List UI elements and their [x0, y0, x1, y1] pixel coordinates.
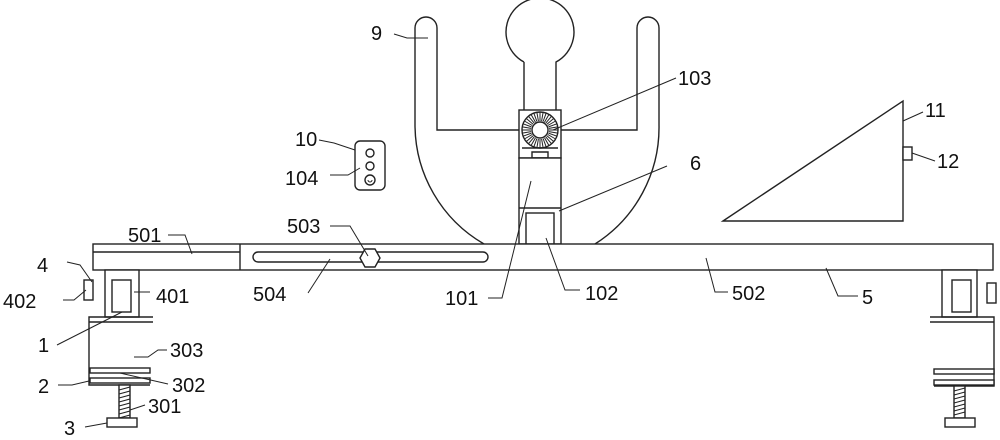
spool-holder — [414, 0, 660, 245]
label-4: 4 — [37, 255, 48, 277]
label-104: 104 — [285, 168, 318, 190]
hex-nut — [359, 248, 381, 268]
support-column — [518, 157, 562, 245]
label-5: 5 — [862, 287, 873, 309]
label-101: 101 — [445, 288, 478, 310]
right-clamp — [930, 269, 997, 428]
label-3: 3 — [64, 418, 75, 440]
label-1: 1 — [38, 335, 49, 357]
label-301: 301 — [148, 396, 181, 418]
main-bar — [92, 243, 994, 271]
label-11: 11 — [925, 100, 946, 122]
label-12: 12 — [937, 151, 959, 173]
label-501: 501 — [128, 225, 161, 247]
label-302: 302 — [172, 375, 205, 397]
leader-lines — [56, 33, 936, 428]
triangle-guide — [720, 99, 913, 222]
label-502: 502 — [732, 283, 765, 305]
label-6: 6 — [690, 153, 701, 175]
labels: 9 103 11 12 10 104 6 501 503 4 402 401 5… — [3, 23, 959, 440]
label-10: 10 — [295, 129, 317, 151]
brush-roller — [518, 109, 562, 159]
label-402: 402 — [3, 291, 36, 313]
label-503: 503 — [287, 216, 320, 238]
label-401: 401 — [156, 286, 189, 308]
label-102: 102 — [585, 283, 618, 305]
label-2: 2 — [38, 376, 49, 398]
label-9: 9 — [371, 23, 382, 45]
label-504: 504 — [253, 284, 286, 306]
label-303: 303 — [170, 340, 203, 362]
label-103: 103 — [678, 68, 711, 90]
left-clamp — [83, 269, 153, 428]
control-box — [354, 140, 386, 191]
